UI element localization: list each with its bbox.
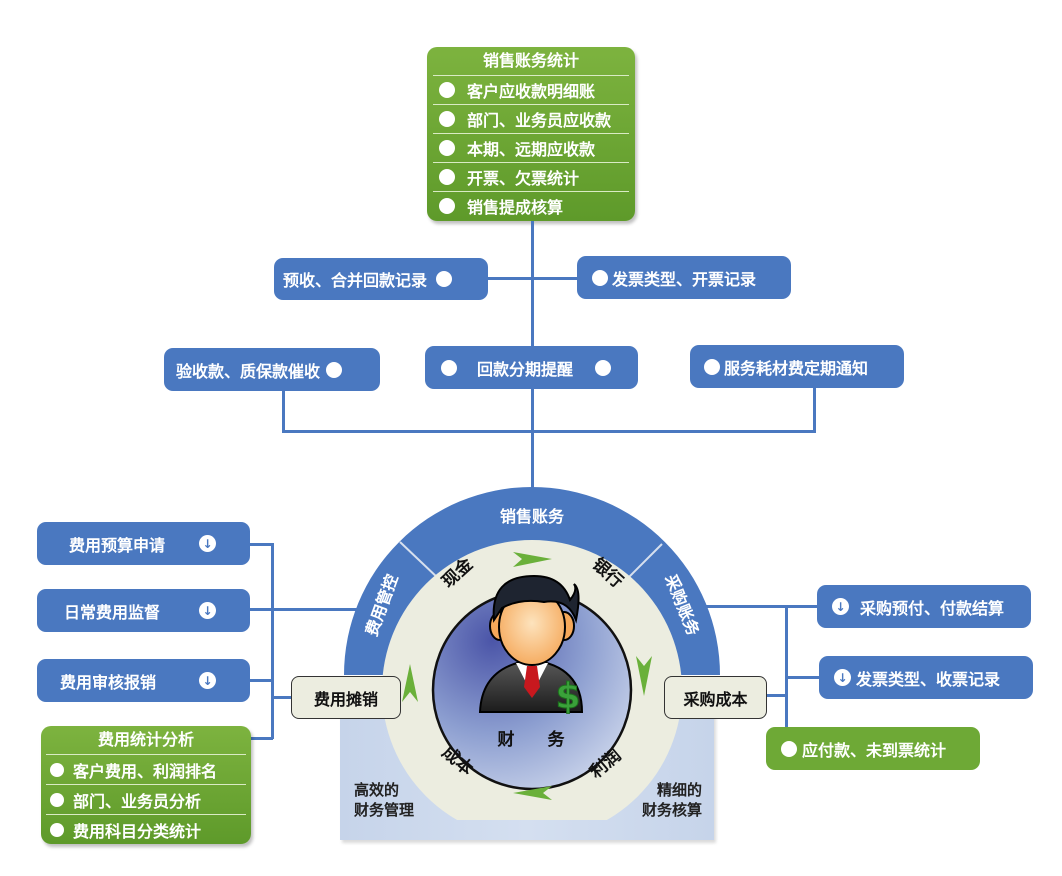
expense-stats-title: 费用统计分析 bbox=[97, 730, 194, 749]
bullet-icon bbox=[781, 740, 797, 757]
purchase-invoice-button[interactable]: ↓ 发票类型、收票记录 bbox=[819, 656, 1033, 699]
connector-line bbox=[282, 430, 816, 433]
center-label-cai: 财 bbox=[497, 729, 515, 750]
expense-stats-panel: 费用统计分析 客户费用、利润排名 部门、业务员分析 费用科目分类统计 bbox=[41, 726, 251, 844]
ring-divider bbox=[623, 543, 663, 583]
arrow-down-icon: ↓ bbox=[199, 535, 217, 552]
sales-stats-item[interactable]: 销售提成核算 bbox=[433, 191, 629, 220]
sales-stats-item[interactable]: 部门、业务员应收款 bbox=[433, 104, 629, 133]
bullet-icon bbox=[326, 361, 343, 378]
daily-expense-button[interactable]: 日常费用监督 ↓ bbox=[37, 589, 250, 632]
sales-stats-panel: 销售账务统计 客户应收款明细账 部门、业务员应收款 本期、远期应收款 开票、欠票… bbox=[427, 47, 635, 221]
payables-stats-button[interactable]: 应付款、未到票统计 bbox=[766, 727, 980, 770]
expense-amortization-tag[interactable]: 费用摊销 bbox=[291, 676, 401, 719]
bullet-icon bbox=[439, 198, 455, 214]
connector-line bbox=[813, 387, 816, 432]
bullet-icon bbox=[592, 269, 608, 286]
purchase-prepay-button[interactable]: ↓ 采购预付、付款结算 bbox=[817, 585, 1031, 628]
sales-stats-item[interactable]: 本期、远期应收款 bbox=[433, 133, 629, 162]
bullet-icon bbox=[441, 359, 457, 376]
arrow-down-icon: ↓ bbox=[834, 669, 851, 686]
installment-reminder-button[interactable]: 回款分期提醒 bbox=[425, 346, 638, 389]
bullet-icon bbox=[50, 822, 64, 837]
dollar-icon: $ bbox=[555, 676, 580, 717]
connector-line bbox=[785, 676, 820, 679]
efficient-management-text: 高效的 财务管理 bbox=[354, 781, 415, 819]
connector-line bbox=[271, 543, 274, 739]
bullet-icon bbox=[439, 111, 455, 127]
arrow-down-icon bbox=[636, 656, 652, 696]
bullet-icon bbox=[439, 169, 455, 185]
accountant-avatar-icon: $ bbox=[478, 574, 584, 718]
arrow-left-icon bbox=[513, 786, 552, 800]
arrow-down-icon: ↓ bbox=[199, 602, 217, 619]
connector-line bbox=[271, 696, 293, 699]
center-label-wu: 务 bbox=[548, 729, 566, 750]
connector-line bbox=[700, 605, 818, 608]
expense-stats-item[interactable]: 客户费用、利润排名 bbox=[46, 754, 246, 784]
connector-line bbox=[282, 390, 285, 432]
arrow-right-icon bbox=[513, 552, 552, 567]
bullet-icon bbox=[704, 358, 720, 375]
bullet-icon bbox=[436, 271, 453, 287]
sales-stats-item[interactable]: 开票、欠票统计 bbox=[433, 162, 629, 191]
ring-divider bbox=[399, 541, 441, 581]
expense-stats-item[interactable]: 部门、业务员分析 bbox=[46, 784, 246, 814]
outer-ring bbox=[344, 487, 720, 675]
expense-reimburse-button[interactable]: 费用审核报销 ↓ bbox=[37, 659, 250, 702]
invoice-type-button[interactable]: 发票类型、开票记录 bbox=[577, 256, 791, 299]
advance-receipt-button[interactable]: 预收、合并回款记录 bbox=[274, 258, 488, 300]
connector-line bbox=[488, 277, 578, 280]
bullet-icon bbox=[439, 82, 455, 98]
connector-line bbox=[250, 737, 273, 740]
finance-wheel: $ 销售账务 费用管控 采购账务 现金 银行 成本 利润 财 务 bbox=[344, 487, 720, 820]
sales-stats-title: 销售账务统计 bbox=[482, 51, 579, 70]
bullet-icon bbox=[595, 359, 612, 376]
bullet-icon bbox=[50, 792, 64, 807]
arrow-down-icon: ↓ bbox=[832, 598, 849, 615]
bullet-icon bbox=[50, 762, 64, 777]
sales-stats-item[interactable]: 客户应收款明细账 bbox=[433, 75, 629, 104]
connector-line bbox=[250, 679, 273, 682]
connector-line bbox=[250, 543, 273, 546]
arrow-down-icon: ↓ bbox=[199, 672, 217, 689]
precise-accounting-text: 精细的 财务核算 bbox=[641, 781, 702, 819]
wheel-label-sales: 销售账务 bbox=[500, 507, 565, 526]
bullet-icon bbox=[439, 140, 455, 156]
purchase-cost-tag[interactable]: 采购成本 bbox=[664, 676, 767, 719]
arrow-up-icon bbox=[402, 664, 418, 702]
connector-line bbox=[766, 694, 787, 697]
acceptance-collection-button[interactable]: 验收款、质保款催收 bbox=[164, 348, 380, 391]
expense-stats-item[interactable]: 费用科目分类统计 bbox=[46, 814, 246, 844]
expense-budget-button[interactable]: 费用预算申请 ↓ bbox=[37, 522, 250, 565]
service-notice-button[interactable]: 服务耗材费定期通知 bbox=[690, 345, 904, 388]
connector-line bbox=[785, 605, 788, 733]
connector-line bbox=[250, 608, 362, 611]
